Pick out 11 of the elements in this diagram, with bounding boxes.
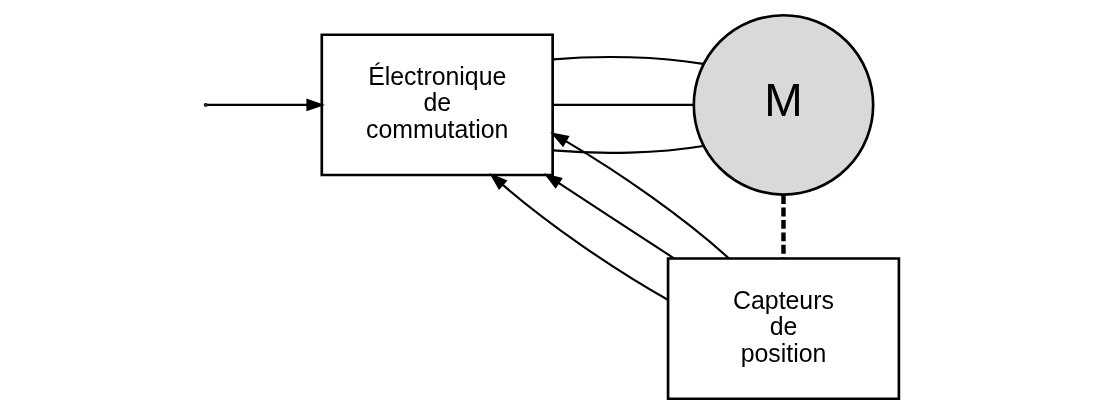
arrow [206,98,325,112]
arrow [489,173,669,301]
connector [553,55,704,65]
connector [781,195,786,258]
arrow [543,173,675,260]
node-box: Capteurs de position [666,257,901,401]
arrow [550,132,730,260]
node-box: Électronique de commutation [320,33,554,177]
node-circle: M [692,13,875,196]
connector [553,103,694,106]
connector [553,144,704,154]
